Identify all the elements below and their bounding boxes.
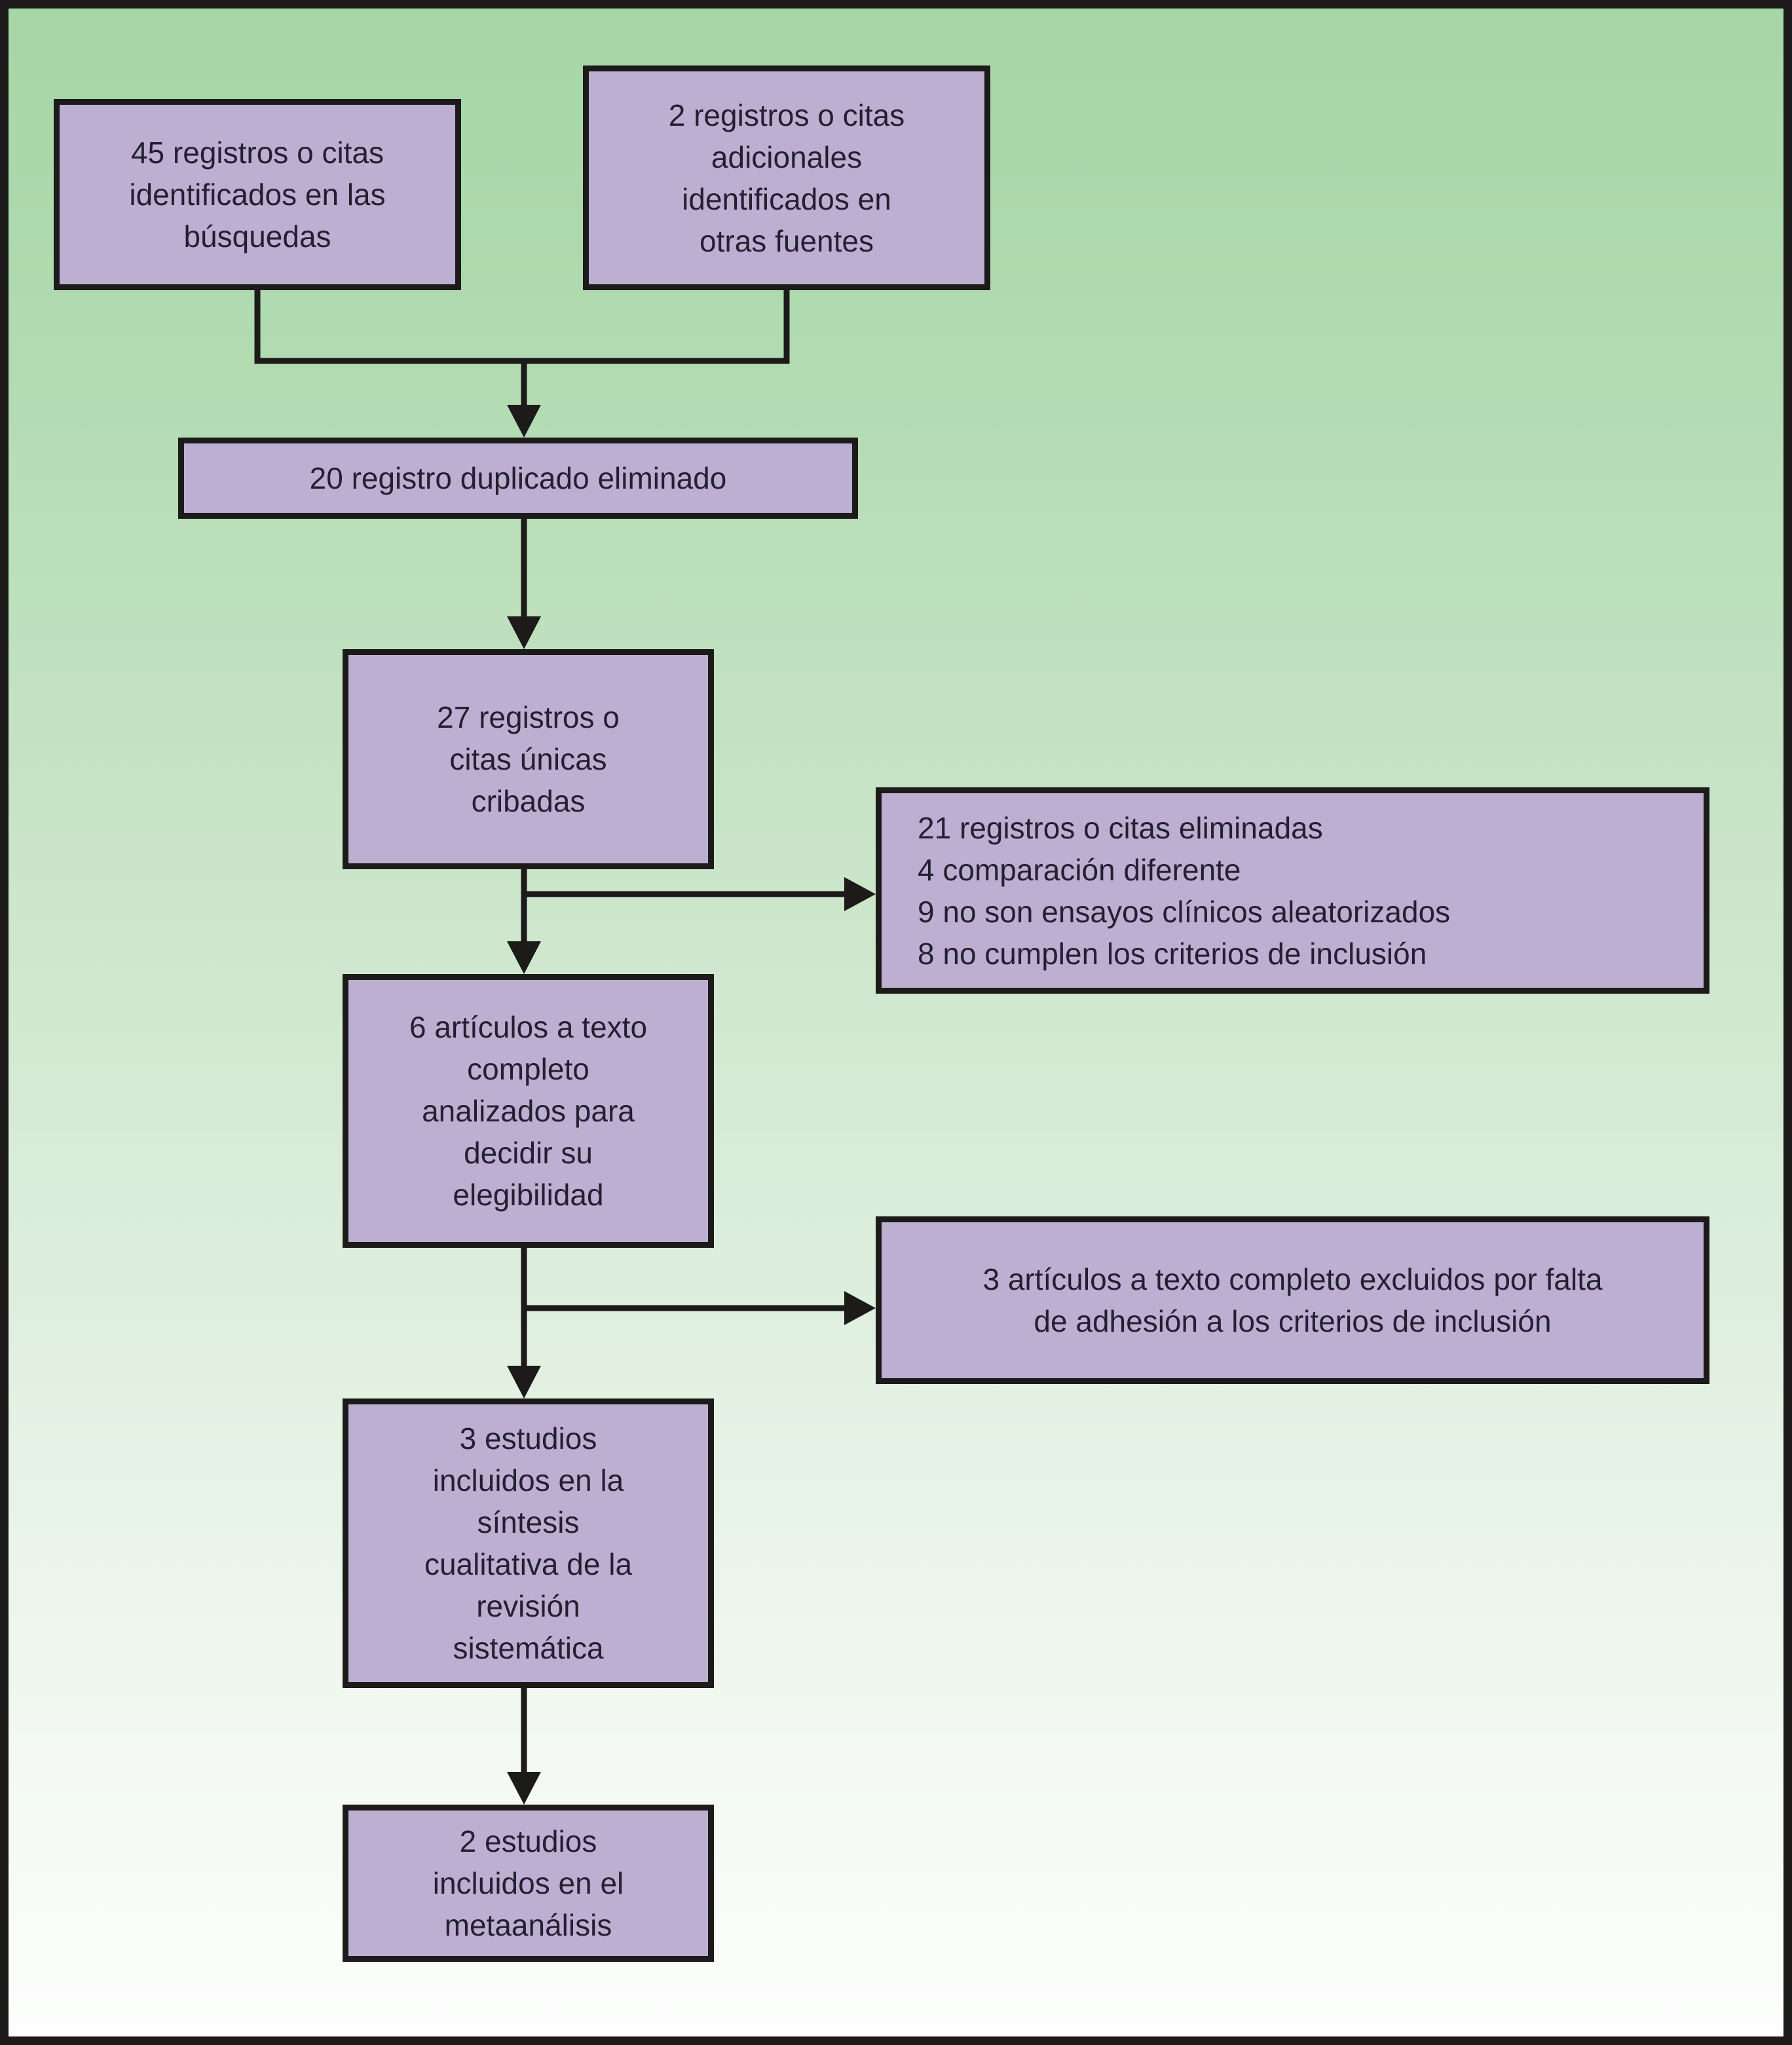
arrowhead-to-screened bbox=[507, 616, 541, 649]
node-text-line: incluidos en el bbox=[432, 1866, 624, 1900]
arrowhead-to-excluded-screening bbox=[844, 877, 876, 911]
node-text-line: 4 comparación diferente bbox=[918, 852, 1241, 887]
node-text-line: cualitativa de la bbox=[424, 1547, 633, 1581]
node-text-line: revisión bbox=[476, 1589, 580, 1623]
node-text-line: cribadas bbox=[471, 784, 586, 818]
node-text-line: 27 registros o bbox=[437, 700, 620, 734]
node-text-line: 9 no son ensayos clínicos aleatorizados bbox=[918, 894, 1451, 929]
node-text-line: elegibilidad bbox=[453, 1178, 604, 1212]
node-text-line: analizados para bbox=[422, 1094, 635, 1128]
node-text-line: 21 registros o citas eliminadas bbox=[918, 810, 1323, 845]
node-text-line: otras fuentes bbox=[700, 223, 874, 258]
connector-merge bbox=[254, 290, 790, 364]
node-text-line: completo bbox=[467, 1052, 589, 1086]
node-text-line: adicionales bbox=[711, 140, 863, 174]
node-text-line: sistemática bbox=[453, 1631, 604, 1665]
arrowhead-to-excluded-fulltext bbox=[844, 1291, 876, 1325]
node-unique-records-screened: 27 registros o citas únicas cribadas bbox=[343, 649, 714, 869]
arrowhead-to-fulltext bbox=[507, 941, 541, 974]
node-text-line: búsquedas bbox=[183, 219, 331, 253]
node-text-line: citas únicas bbox=[449, 742, 607, 776]
node-fulltext-assessed: 6 artículos a texto completo analizados … bbox=[343, 974, 714, 1248]
node-text-line: identificados en las bbox=[129, 178, 386, 212]
node-text-line: de adhesión a los criterios de inclusión bbox=[1034, 1304, 1552, 1338]
node-text-line: 8 no cumplen los criterios de inclusión bbox=[918, 936, 1427, 971]
arrowhead-to-qualitative bbox=[507, 1366, 541, 1398]
node-duplicates-removed: 20 registro duplicado eliminado bbox=[178, 438, 858, 519]
node-records-excluded-screening: 21 registros o citas eliminadas 4 compar… bbox=[876, 787, 1709, 994]
node-records-identified-searches: 45 registros o citas identificados en la… bbox=[54, 99, 461, 290]
node-fulltext-excluded: 3 artículos a texto completo excluidos p… bbox=[876, 1216, 1709, 1384]
node-text-line: 2 registros o citas bbox=[668, 98, 905, 132]
node-qualitative-synthesis: 3 estudios incluidos en la síntesis cual… bbox=[343, 1398, 714, 1688]
node-text-line: 6 artículos a texto bbox=[409, 1010, 648, 1044]
node-text-line: 3 estudios bbox=[459, 1421, 597, 1455]
node-text-line: metaanálisis bbox=[444, 1908, 612, 1942]
node-text-line: síntesis bbox=[477, 1505, 580, 1539]
node-text-line: 3 artículos a texto completo excluidos p… bbox=[982, 1262, 1603, 1296]
node-text-line: incluidos en la bbox=[432, 1463, 624, 1497]
arrowhead-to-meta bbox=[507, 1772, 541, 1805]
node-text-line: identificados en bbox=[682, 181, 891, 216]
node-text-line: 2 estudios bbox=[459, 1824, 597, 1858]
node-text-line: decidir su bbox=[464, 1136, 593, 1170]
node-records-identified-other-sources: 2 registros o citas adicionales identifi… bbox=[583, 66, 990, 290]
node-text-line: 20 registro duplicado eliminado bbox=[309, 461, 727, 495]
node-metaanalysis-included: 2 estudios incluidos en el metaanálisis bbox=[343, 1805, 714, 1962]
node-text-line: 45 registros o citas bbox=[130, 136, 384, 170]
arrowhead-to-duplicates bbox=[507, 405, 541, 438]
